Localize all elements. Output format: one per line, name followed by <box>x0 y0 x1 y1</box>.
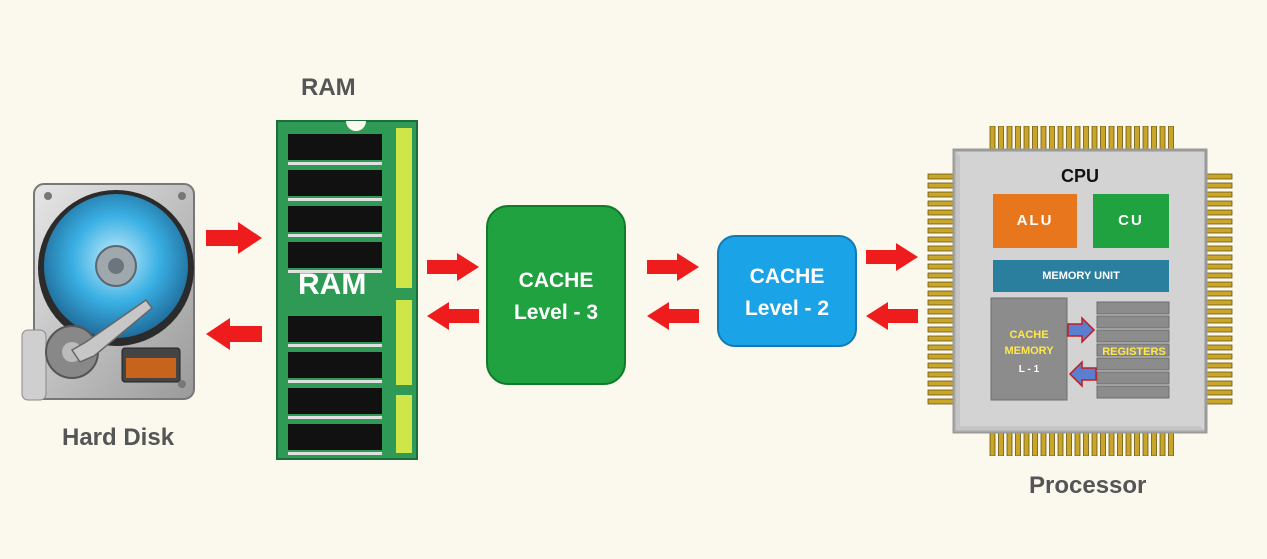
cache-memory-line2: MEMORY <box>1004 345 1054 357</box>
left-arrow-icon <box>866 302 918 330</box>
cu-block: CU <box>1093 194 1169 248</box>
right-arrow-icon <box>206 222 262 254</box>
left-arrow-icon <box>206 318 262 350</box>
memory-unit-block: MEMORY UNIT <box>993 260 1169 292</box>
left-arrow-icon <box>427 302 479 330</box>
cache-level-3-box: CACHE Level - 3 <box>486 205 626 385</box>
cache-l2-title: CACHE <box>749 265 825 288</box>
right-arrow-icon <box>866 243 918 271</box>
cache-memory-line1: CACHE <box>1009 329 1049 341</box>
right-arrow-icon <box>427 253 479 281</box>
cache-l3-title: CACHE <box>518 269 594 292</box>
cache-level-2-box: CACHE Level - 2 <box>717 235 857 347</box>
registers-label: REGISTERS <box>1102 346 1166 358</box>
hard-disk-label: Hard Disk <box>62 424 175 451</box>
cache-memory-line3: L - 1 <box>1018 364 1040 375</box>
processor-label: Processor <box>1029 472 1147 499</box>
cpu-title: CPU <box>1060 166 1099 186</box>
right-arrow-icon <box>647 253 699 281</box>
alu-block: ALU <box>993 194 1077 248</box>
left-arrow-icon <box>647 302 699 330</box>
ram-chip-label: RAM <box>298 268 367 301</box>
cache-l2-level: Level - 2 <box>744 297 830 320</box>
hard-disk-icon <box>21 183 195 401</box>
ram-module-icon: RAM <box>276 120 418 460</box>
ram-title-label: RAM <box>301 74 356 101</box>
cache-l3-level: Level - 3 <box>513 301 599 324</box>
cpu-chip-icon: CPU ALU CU MEMORY UNIT CACHE MEMORY L - … <box>924 126 1236 456</box>
